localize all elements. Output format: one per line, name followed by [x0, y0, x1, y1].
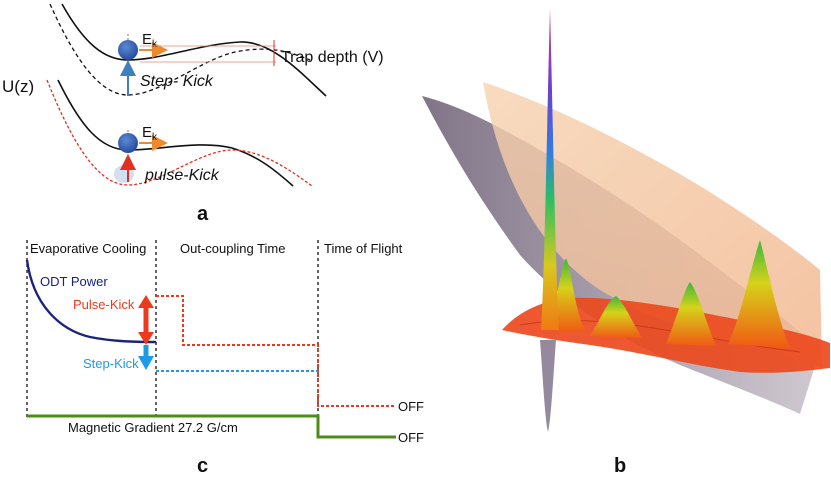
magnetic-gradient-trace: [27, 414, 396, 439]
phase-tof: Time of Flight: [324, 241, 403, 256]
density-peak-3: [666, 282, 716, 346]
peach-potential-surface: [483, 82, 822, 368]
density-peak-2: [590, 296, 642, 338]
step-kick-label: Step- Kick: [140, 73, 214, 90]
step-potential-solid: [61, 3, 327, 97]
pulse-potential-solid: [57, 79, 294, 187]
odt-power-label: ODT Power: [40, 274, 108, 289]
ek-label-top: Ek: [142, 31, 158, 50]
off-label-pulse: OFF: [398, 399, 424, 414]
step-kick-down-arrow: [138, 345, 154, 370]
pulse-kick-trace: [156, 295, 396, 407]
off-label-magnetic: OFF: [398, 430, 424, 445]
odt-power-curve: [25, 259, 157, 344]
atom-pulse: [118, 133, 138, 153]
trap-depth-label: Trap depth (V): [281, 49, 384, 66]
density-floor: [502, 297, 830, 373]
ek-label-bottom: Ek: [142, 124, 158, 143]
pulse-kick-double-arrow: [138, 295, 154, 345]
panel-a-label: a: [197, 203, 209, 225]
panel-b-label: b: [614, 455, 626, 477]
panel-c-label: c: [197, 455, 208, 477]
step-kick-label-c: Step-Kick: [83, 356, 139, 371]
atom-shadow: [114, 165, 134, 183]
potential-axis-label: U(z): [2, 77, 34, 96]
magnetic-gradient-label: Magnetic Gradient 27.2 G/cm: [68, 420, 238, 435]
pulse-kick-label: pulse-Kick: [144, 167, 220, 184]
panel-b: b: [422, 8, 830, 477]
step-potential-dashed: [49, 3, 311, 96]
gray-down-spike: [540, 340, 556, 432]
tall-spike: [541, 8, 559, 330]
phase-outcoupling: Out-coupling Time: [180, 241, 286, 256]
panel-c: Evaporative Cooling Out-coupling Time Ti…: [25, 240, 424, 477]
panel-a: Ek Trap depth (V) Step- Kick U(z) Ek pul…: [2, 3, 384, 225]
pulse-potential-dashed: [46, 79, 313, 187]
atom-step: [118, 40, 138, 60]
pulse-kick-label-c: Pulse-Kick: [73, 297, 135, 312]
density-peak-4: [728, 240, 790, 348]
phase-evaporative: Evaporative Cooling: [30, 241, 146, 256]
